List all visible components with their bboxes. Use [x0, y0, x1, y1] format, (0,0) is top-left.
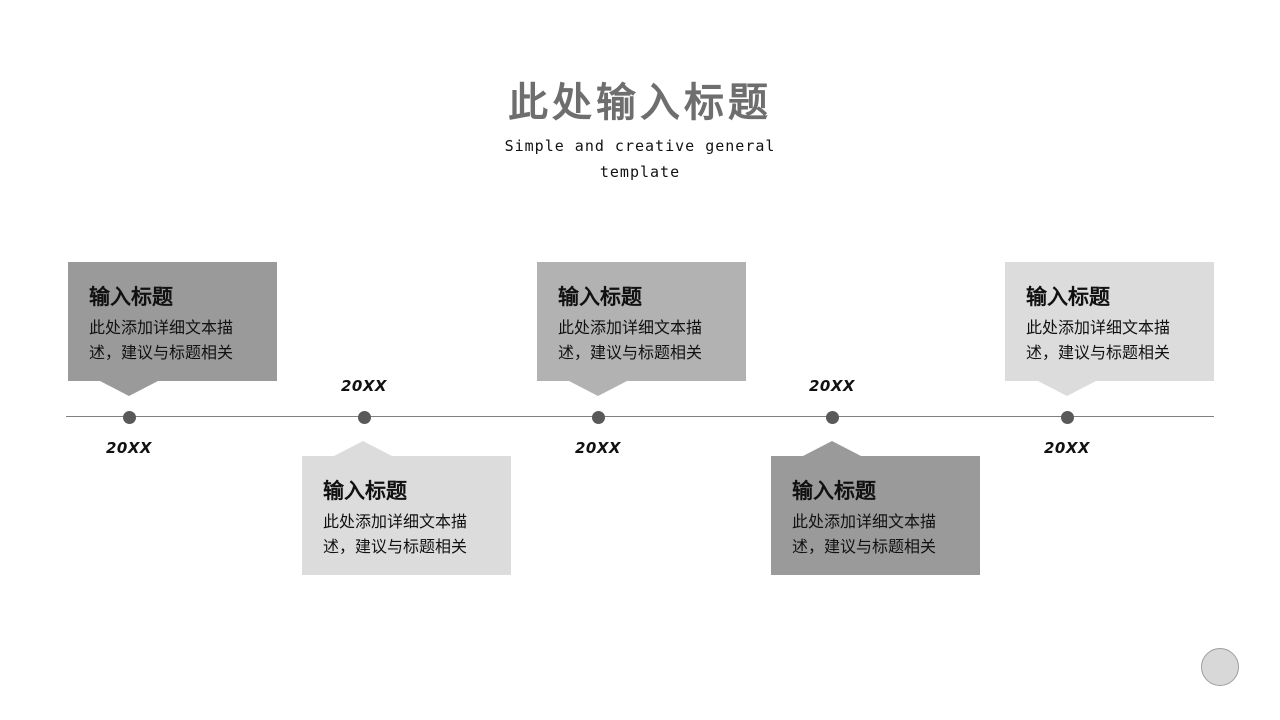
- timeline-year-3: 20XX: [574, 439, 621, 457]
- timeline-card-heading: 输入标题: [89, 285, 173, 309]
- card-pointer: [803, 441, 861, 456]
- timeline-year-4: 20XX: [808, 377, 855, 395]
- timeline-dot-5: [1060, 411, 1074, 424]
- timeline-card-1: 输入标题 此处添加详细文本描述，建议与标题相关: [68, 262, 277, 381]
- timeline-card-5: 输入标题 此处添加详细文本描述，建议与标题相关: [1005, 262, 1214, 381]
- timeline-year-1: 20XX: [105, 439, 152, 457]
- timeline-card-heading: 输入标题: [558, 285, 642, 309]
- timeline-card-description: 此处添加详细文本描述，建议与标题相关: [323, 512, 468, 556]
- card-pointer: [100, 381, 158, 396]
- card-pointer: [334, 441, 392, 456]
- page-title: 此处输入标题: [508, 80, 772, 126]
- timeline-axis: [66, 416, 1214, 417]
- card-pointer: [1038, 381, 1096, 396]
- timeline-card-3: 输入标题 此处添加详细文本描述，建议与标题相关: [537, 262, 746, 381]
- timeline-card-heading: 输入标题: [323, 479, 407, 503]
- timeline-dot-3: [591, 411, 605, 424]
- timeline-card-description: 此处添加详细文本描述，建议与标题相关: [89, 318, 234, 362]
- timeline-dot-1: [122, 411, 136, 424]
- timeline-card-description: 此处添加详细文本描述，建议与标题相关: [1026, 318, 1171, 362]
- timeline-dot-2: [357, 411, 371, 424]
- timeline-card-2: 输入标题 此处添加详细文本描述，建议与标题相关: [302, 456, 511, 575]
- timeline-card-description: 此处添加详细文本描述，建议与标题相关: [792, 512, 937, 556]
- timeline-year-5: 20XX: [1043, 439, 1090, 457]
- timeline-year-2: 20XX: [340, 377, 387, 395]
- timeline-card-4: 输入标题 此处添加详细文本描述，建议与标题相关: [771, 456, 980, 575]
- card-pointer: [569, 381, 627, 396]
- page-subtitle: Simple and creative general template: [504, 137, 776, 181]
- timeline-card-heading: 输入标题: [1026, 285, 1110, 309]
- nav-circle-button[interactable]: [1201, 648, 1239, 686]
- timeline-card-description: 此处添加详细文本描述，建议与标题相关: [558, 318, 703, 362]
- timeline-card-heading: 输入标题: [792, 479, 876, 503]
- timeline-dot-4: [825, 411, 839, 424]
